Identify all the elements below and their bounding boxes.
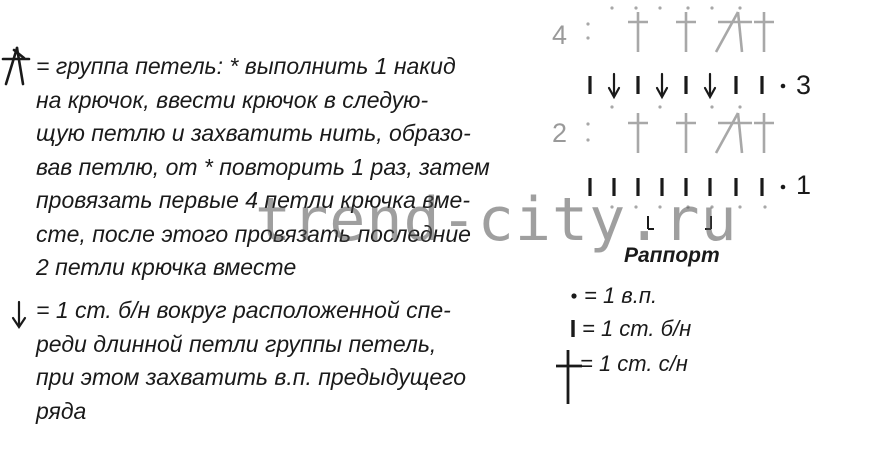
chain-dot bbox=[686, 6, 690, 10]
chain-dot bbox=[738, 6, 742, 10]
chain-dot bbox=[763, 205, 767, 209]
chain-dot bbox=[658, 205, 662, 209]
legend-line: щую петлю и захватить нить, образо- bbox=[36, 120, 471, 146]
repeat-label: Раппорт bbox=[624, 244, 720, 267]
chain-dot bbox=[586, 36, 590, 40]
group-of-loops-symbol bbox=[1, 46, 31, 86]
row-label-2: 2 bbox=[552, 118, 568, 148]
repeat-bracket bbox=[647, 216, 712, 230]
row-4-stitches bbox=[628, 11, 774, 53]
single-crochet-key-text: = 1 ст. б/н bbox=[582, 316, 692, 341]
double-crochet-stitch bbox=[754, 12, 774, 52]
chain-dot bbox=[610, 6, 614, 10]
chain-dot bbox=[738, 205, 742, 209]
chain-dot bbox=[710, 105, 714, 109]
legend-line: провязать первые 4 петли крючка вме- bbox=[36, 187, 471, 213]
row-label-1: 1 bbox=[796, 170, 812, 200]
legend-line: вав петлю, от * повторить 1 раз, затем bbox=[36, 154, 490, 180]
double-crochet-stitch bbox=[676, 12, 696, 52]
double-crochet-stitch bbox=[628, 113, 648, 153]
arrow-down-symbol bbox=[11, 300, 27, 329]
chain-dot bbox=[586, 122, 590, 126]
double-crochet-stitch bbox=[754, 113, 774, 153]
row-1-stitches bbox=[588, 178, 786, 196]
chain-dot bbox=[710, 205, 714, 209]
chain-dot bbox=[610, 205, 614, 209]
chain-dot bbox=[686, 205, 690, 209]
row-2-stitches bbox=[628, 112, 774, 154]
chain-dot bbox=[610, 105, 614, 109]
double-crochet-stitch bbox=[628, 12, 648, 52]
legend-line: = 1 ст. б/н вокруг расположенной спе- bbox=[36, 297, 451, 323]
chain-stitch-key-symbol bbox=[571, 293, 577, 299]
chain-stitch bbox=[780, 83, 786, 89]
group-of-loops-stitch bbox=[714, 11, 752, 53]
arrow-stitch bbox=[703, 72, 717, 100]
row-label-4: 4 bbox=[552, 20, 568, 50]
legend-line: на крючок, ввести крючок в следую- bbox=[36, 87, 429, 113]
chain-dot bbox=[586, 22, 590, 26]
legend-line: сте, после этого провязать последние bbox=[36, 221, 471, 247]
legend-line: при этом захватить в.п. предыдущего bbox=[36, 364, 467, 390]
chain-dot bbox=[710, 6, 714, 10]
chain-dot bbox=[738, 105, 742, 109]
chain-stitch-key-text: = 1 в.п. bbox=[584, 283, 658, 308]
arrow-stitch bbox=[607, 72, 621, 100]
legend-line: ряда bbox=[36, 398, 87, 424]
double-crochet-key-symbol bbox=[556, 350, 582, 404]
chain-stitch bbox=[780, 184, 786, 190]
group-of-loops-stitch bbox=[714, 112, 752, 154]
double-crochet-key-text: = 1 ст. с/н bbox=[580, 351, 688, 376]
chain-dots bbox=[586, 6, 767, 209]
chain-dot bbox=[658, 6, 662, 10]
legend-line: 2 петли крючка вместе bbox=[36, 254, 297, 280]
legend-line: реди длинной петли группы петель, bbox=[36, 331, 437, 357]
chain-dot bbox=[634, 205, 638, 209]
double-crochet-stitch bbox=[676, 113, 696, 153]
chain-dot bbox=[658, 105, 662, 109]
legend-line: = группа петель: * выполнить 1 накид bbox=[36, 53, 456, 79]
arrow-stitch bbox=[655, 72, 669, 100]
chain-dot bbox=[634, 6, 638, 10]
row-3-stitches bbox=[588, 72, 786, 100]
row-label-3: 3 bbox=[796, 70, 812, 100]
chain-dot bbox=[586, 138, 590, 142]
